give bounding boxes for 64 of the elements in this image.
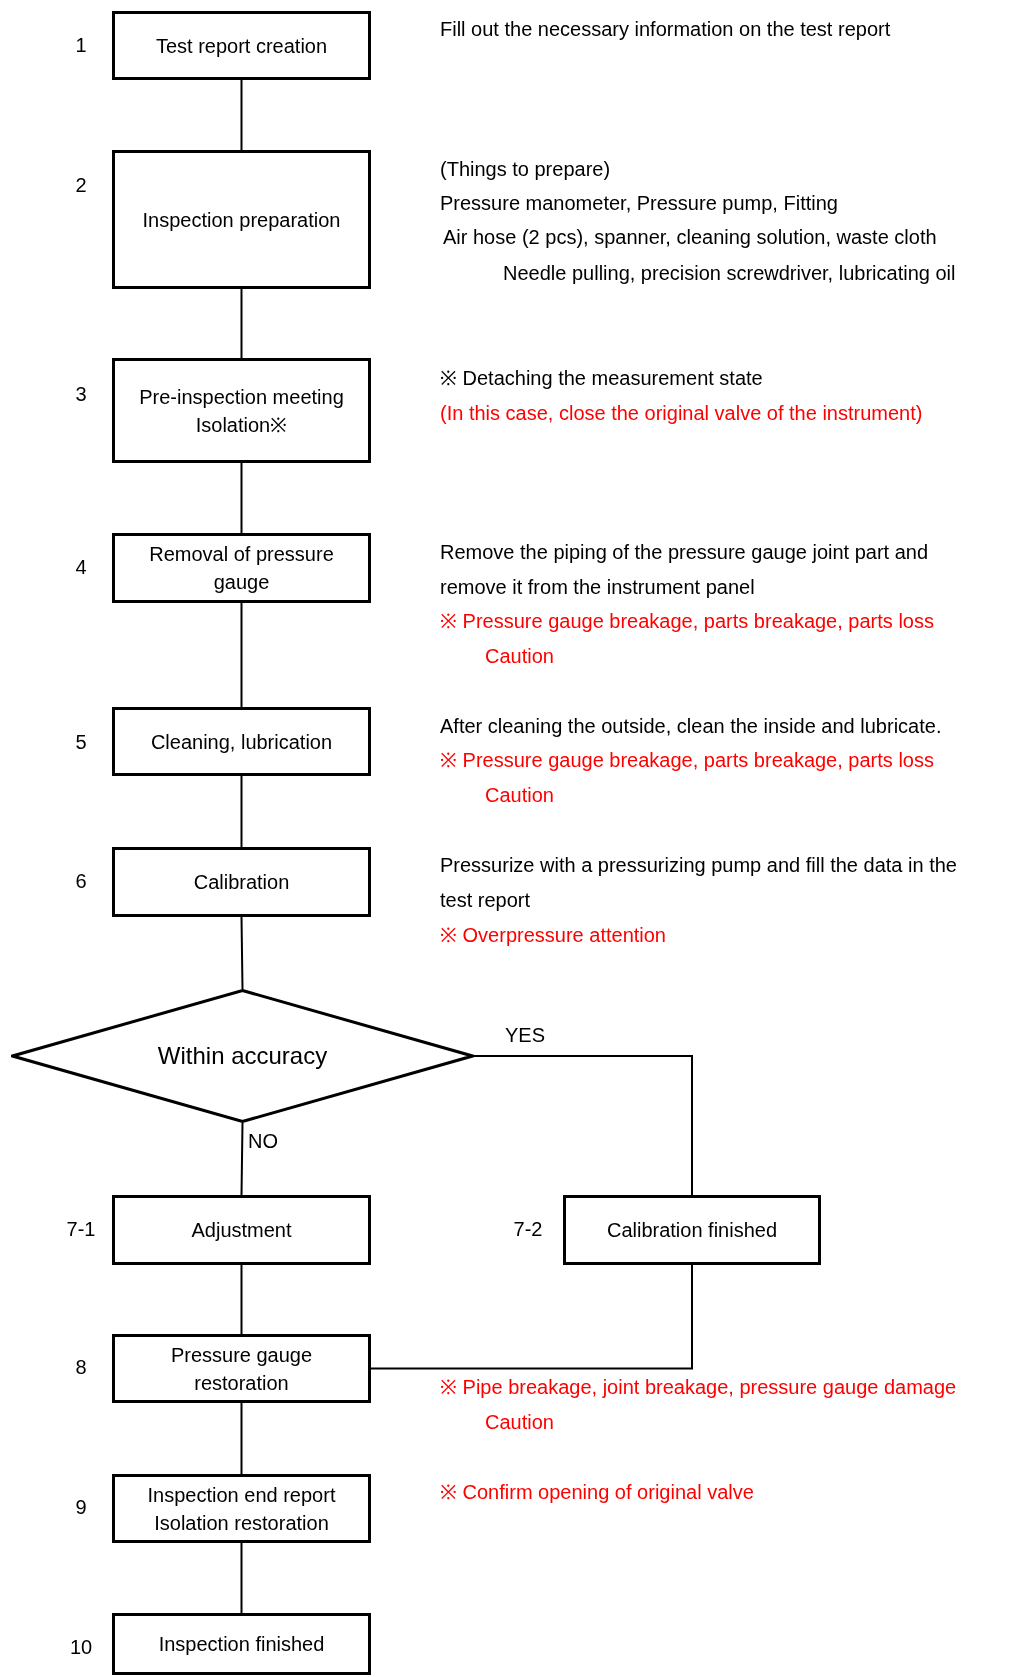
process-box — [563, 1195, 821, 1265]
connector-line — [473, 1055, 693, 1196]
step-note: Fill out the necessary information on the test report — [440, 17, 892, 42]
connector-line — [240, 1264, 243, 1335]
step-note: Pressurize with a pressurizing pump and fill the data in the test report — [440, 853, 958, 913]
process-box — [112, 1195, 371, 1265]
connector-line — [240, 916, 244, 990]
step-label: Adjustment — [190, 1218, 293, 1243]
step-label: Calibration — [192, 870, 291, 895]
step-note: Remove the piping of the pressure gauge joint part and remove it from the instrument panel — [440, 540, 930, 600]
step-number: 8 — [74, 1356, 88, 1379]
caution-note: ※ Pressure gauge breakage, parts breakage, parts loss Caution — [440, 609, 935, 669]
connector-line — [240, 1542, 243, 1614]
step-number: 9 — [74, 1496, 88, 1519]
step-note: (Things to prepare) — [440, 157, 612, 182]
step-number: 5 — [74, 731, 88, 754]
caution-note: (In this case, close the original valve of the instrument) — [440, 401, 924, 426]
step-label: Inspection preparation — [141, 207, 342, 233]
process-box — [112, 11, 371, 80]
process-box — [112, 358, 371, 463]
connector-line — [240, 79, 243, 151]
step-number: 7-2 — [512, 1218, 544, 1241]
step-label: Removal of pressure gauge — [148, 542, 335, 595]
process-box — [112, 150, 371, 289]
step-number: 3 — [74, 383, 88, 406]
step-number: 2 — [74, 174, 88, 197]
step-label: Cleaning, lubrication — [149, 729, 334, 755]
process-box — [112, 847, 371, 917]
step-number: 10 — [68, 1636, 94, 1659]
step-number: 1 — [74, 34, 88, 57]
process-box — [112, 707, 371, 776]
caution-note: ※ Overpressure attention — [440, 923, 667, 948]
connector-line — [240, 462, 243, 534]
caution-note: ※ Pipe breakage, joint breakage, pressure gauge damage Caution — [440, 1375, 958, 1435]
step-note: ※ Detaching the measurement state — [440, 366, 764, 391]
caution-note: ※ Confirm opening of original valve — [440, 1480, 755, 1505]
step-note: Needle pulling, precision screwdriver, lubricating oil — [503, 261, 957, 286]
process-box — [112, 1334, 371, 1403]
step-number: 4 — [74, 556, 88, 579]
step-number: 7-1 — [65, 1218, 97, 1241]
connector-line — [370, 1264, 693, 1370]
caution-note: ※ Pressure gauge breakage, parts breakage, parts loss Caution — [440, 748, 935, 808]
decision-diamond — [11, 989, 474, 1123]
step-number: 6 — [74, 870, 88, 893]
connector-line — [240, 602, 243, 708]
step-label: Calibration finished — [605, 1218, 779, 1243]
process-box — [112, 1474, 371, 1543]
step-note: After cleaning the outside, clean the inside and lubricate. — [440, 714, 943, 739]
connector-line — [240, 1402, 243, 1475]
step-label: Within accuracy — [156, 1042, 329, 1070]
step-label: Inspection finished — [157, 1632, 326, 1657]
process-box — [112, 533, 371, 603]
connector-line — [240, 775, 243, 848]
connector-line — [240, 288, 243, 359]
step-note: Air hose (2 pcs), spanner, cleaning solution, waste cloth — [443, 225, 938, 250]
step-label: Inspection end report — [146, 1482, 337, 1508]
step-label: Isolation restoration — [153, 1510, 330, 1536]
step-label: Pressure gauge restoration — [169, 1342, 314, 1396]
step-label: Test report creation — [154, 33, 329, 59]
step-label: Pre-inspection meeting — [138, 384, 345, 410]
process-box — [112, 1613, 371, 1675]
connector-line — [240, 1122, 244, 1196]
step-note: Pressure manometer, Pressure pump, Fitting — [440, 191, 839, 216]
step-label: Isolation※ — [194, 412, 289, 438]
